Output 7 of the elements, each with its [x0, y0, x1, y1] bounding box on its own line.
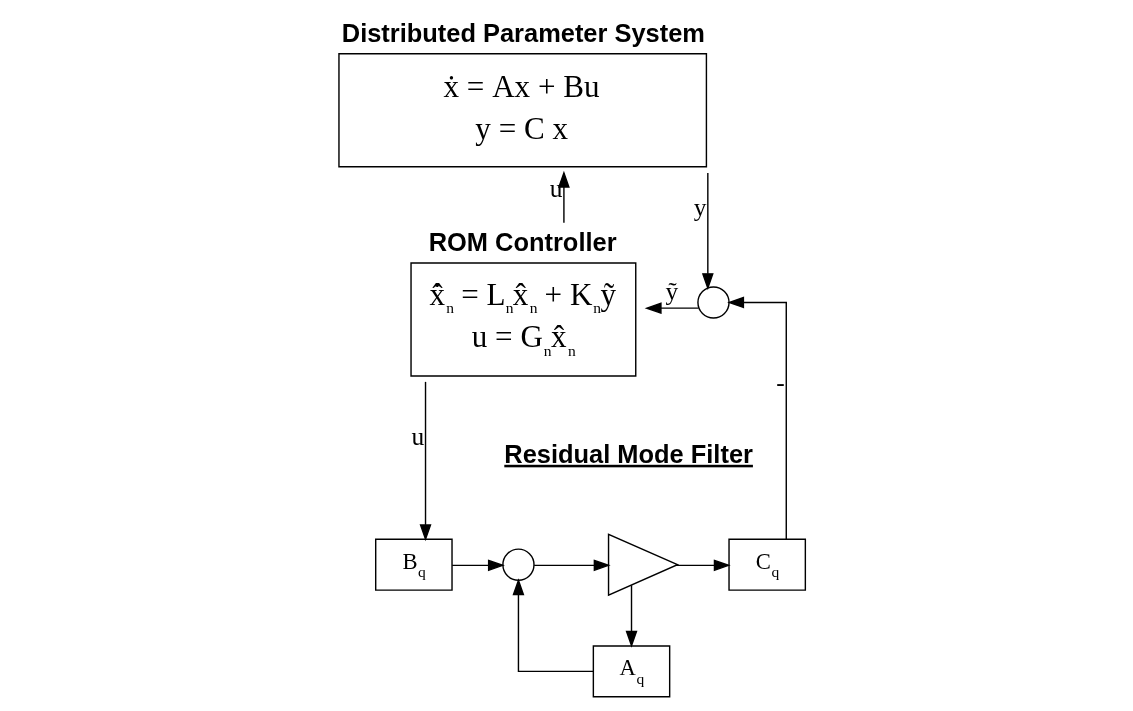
- node-label: Distributed Parameter System: [341, 18, 705, 47]
- edge-label: y: [693, 192, 707, 222]
- node-label: ROM Controller: [428, 227, 617, 256]
- edge-label: ỹ: [665, 277, 679, 307]
- label: Residual Mode Filter: [504, 439, 753, 468]
- edge-label: -: [776, 368, 785, 398]
- edge-label: u: [411, 422, 425, 452]
